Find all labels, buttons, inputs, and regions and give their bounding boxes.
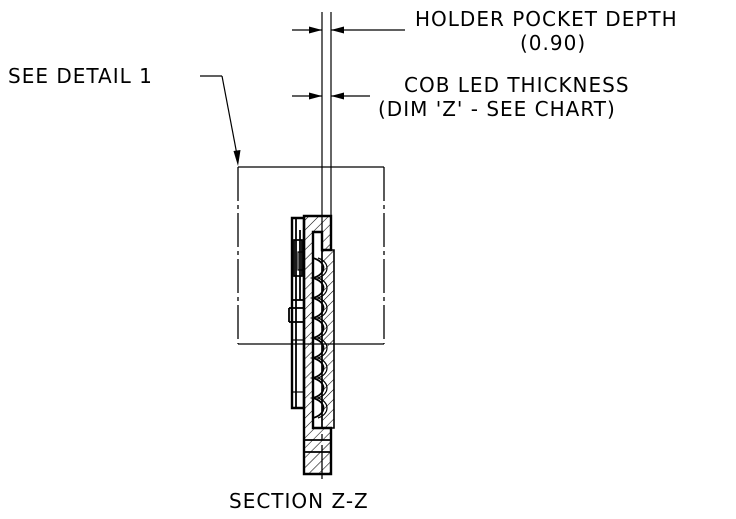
- cob-thickness-dimension: [292, 92, 370, 100]
- holder-depth-label-line1: HOLDER POCKET DEPTH: [415, 7, 678, 31]
- holder-depth-dimension: [292, 26, 405, 34]
- section-title: SECTION Z-Z: [229, 489, 369, 513]
- threaded-ring: [309, 249, 335, 429]
- cob-thickness-label-line2: (DIM 'Z' - SEE CHART): [378, 97, 616, 121]
- holder-section: [302, 214, 333, 476]
- extension-lines: [321, 12, 332, 221]
- see-detail-label: SEE DETAIL 1: [8, 64, 153, 88]
- detail-leader: [200, 75, 241, 166]
- holder-depth-label-line2: (0.90): [520, 31, 586, 55]
- cob-thickness-label-line1: COB LED THICKNESS: [404, 73, 630, 97]
- led-assembly: [288, 216, 306, 410]
- detail-boundary: [237, 166, 385, 345]
